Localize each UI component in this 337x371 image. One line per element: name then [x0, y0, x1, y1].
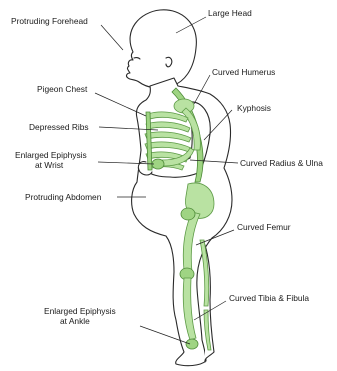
- leader-protruding-forehead: [101, 25, 123, 50]
- label-pigeon-chest: Pigeon Chest: [37, 84, 88, 94]
- leader-pigeon-chest: [95, 93, 146, 116]
- label-depressed-ribs: Depressed Ribs: [29, 122, 89, 132]
- ankle-epiphysis: [186, 339, 198, 349]
- label-enlarged-epiphysis-wrist-line2: at Wrist: [35, 160, 64, 170]
- label-protruding-forehead: Protruding Forehead: [11, 16, 88, 26]
- label-enlarged-epiphysis-wrist-line1: Enlarged Epiphysis: [15, 150, 87, 160]
- hip-joint: [181, 208, 195, 220]
- label-kyphosis: Kyphosis: [237, 103, 271, 113]
- label-enlarged-epiphysis-ankle-line1: Enlarged Epiphysis: [44, 306, 116, 316]
- label-curved-humerus: Curved Humerus: [212, 67, 275, 77]
- label-large-head: Large Head: [208, 8, 252, 18]
- body-outline: [127, 10, 232, 366]
- label-enlarged-epiphysis-ankle-line2: at Ankle: [60, 316, 90, 326]
- label-curved-femur: Curved Femur: [237, 222, 291, 232]
- label-curved-tibia-fibula: Curved Tibia & Fibula: [229, 293, 309, 303]
- label-protruding-abdomen: Protruding Abdomen: [25, 192, 102, 202]
- label-curved-radius-ulna: Curved Radius & Ulna: [240, 158, 323, 168]
